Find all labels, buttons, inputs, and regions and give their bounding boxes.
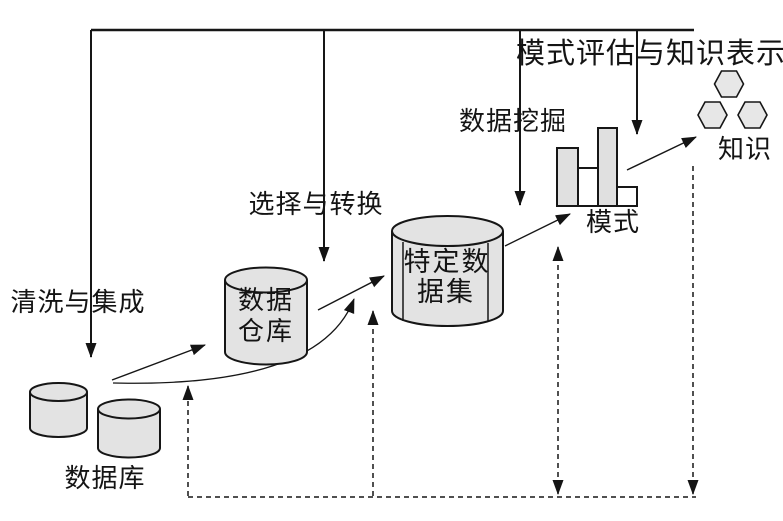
dataset-label-line2: 据集 — [417, 277, 475, 308]
hexagon-right — [737, 101, 768, 129]
hexagon-top — [713, 70, 745, 98]
bar-4 — [616, 186, 638, 207]
dataset-label-line1: 特定数 — [404, 247, 491, 278]
dataset-to-pattern-arrow — [504, 213, 571, 247]
cleaning-label: 清洗与集成 — [10, 288, 145, 318]
mining-label: 数据挖掘 — [459, 107, 567, 137]
bar-1 — [556, 147, 579, 207]
pattern-bar-chart — [556, 127, 638, 207]
knowledge-hexagons — [697, 70, 768, 129]
bar-3 — [597, 127, 618, 207]
dataset-cylinder: 特定数 据集 — [391, 215, 504, 327]
warehouse-cylinder: 数据 仓库 — [224, 266, 308, 366]
knowledge-label: 知识 — [718, 135, 772, 165]
db-to-warehouse-arrow — [111, 344, 206, 381]
hexagon-left — [697, 101, 728, 129]
pattern-label: 模式 — [586, 208, 640, 238]
database-label: 数据库 — [64, 464, 145, 494]
warehouse-label-line1: 数据 — [238, 286, 294, 316]
selection-label: 选择与转换 — [248, 190, 383, 220]
warehouse-to-dataset-arrow — [317, 275, 385, 311]
evaluation-label: 模式评估与知识表示 — [516, 36, 783, 70]
database-cylinder-1 — [29, 382, 88, 438]
bar-2 — [577, 167, 599, 207]
warehouse-label-line2: 仓库 — [238, 317, 294, 347]
pattern-to-knowledge-arrow — [626, 136, 697, 171]
database-cylinder-2 — [97, 398, 161, 459]
